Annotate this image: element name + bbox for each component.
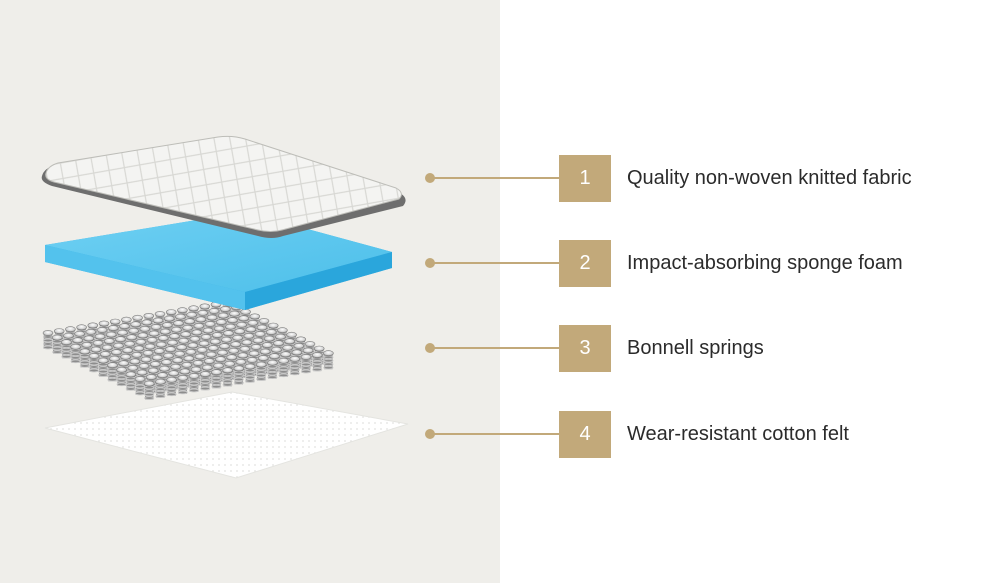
callout-connector-line (432, 433, 560, 435)
callout-dot-icon (425, 429, 435, 439)
cotton-felt-layer-shape (44, 391, 409, 479)
callout-connector-line (432, 262, 560, 264)
callout-dot-icon (425, 258, 435, 268)
callout-layer-3: 3 Bonnell springs (420, 325, 980, 372)
callout-connector-line (432, 347, 560, 349)
layer-number-badge: 4 (559, 411, 611, 458)
knitted-fabric-layer-shape (41, 135, 406, 238)
sponge-foam-layer-shape (45, 212, 392, 310)
callout-layer-2: 2 Impact-absorbing sponge foam (420, 240, 980, 287)
layer-number-badge: 2 (559, 240, 611, 287)
callout-dot-icon (425, 173, 435, 183)
bonnell-springs-shape (42, 299, 334, 400)
callout-layer-1: 1 Quality non-woven knitted fabric (420, 155, 980, 202)
layer-number-badge: 1 (559, 155, 611, 202)
layer-label: Impact-absorbing sponge foam (627, 252, 903, 274)
layer-label: Quality non-woven knitted fabric (627, 167, 912, 189)
callout-connector-line (432, 177, 560, 179)
layer-label: Bonnell springs (627, 337, 764, 359)
layer-label: Wear-resistant cotton felt (627, 423, 849, 445)
mattress-layers-illustration (41, 135, 409, 479)
callout-dot-icon (425, 343, 435, 353)
layer-number-badge: 3 (559, 325, 611, 372)
callout-layer-4: 4 Wear-resistant cotton felt (420, 411, 980, 458)
